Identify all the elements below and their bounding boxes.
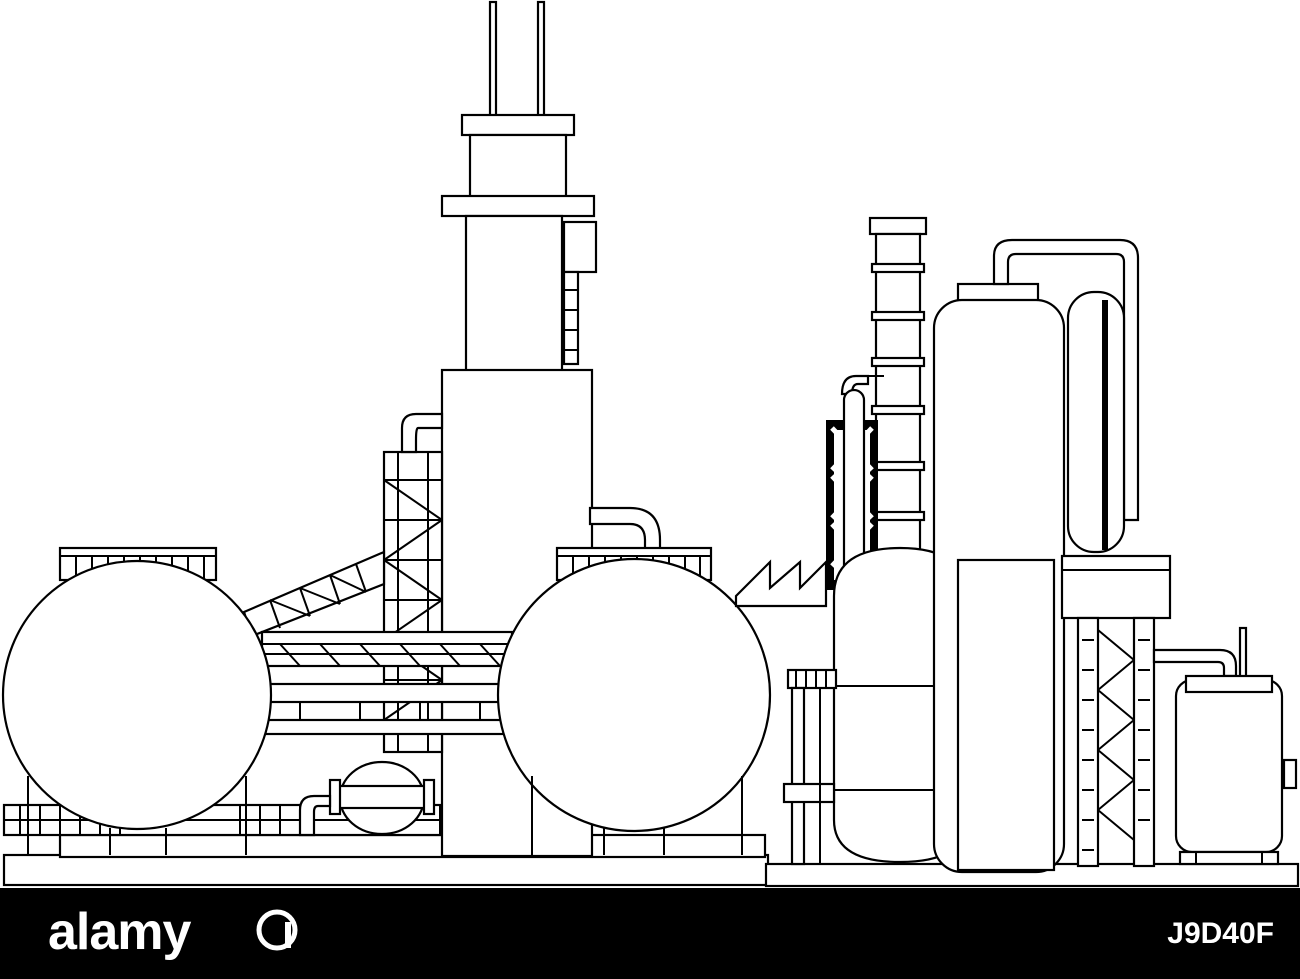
left-platform xyxy=(2,853,770,887)
brand-name: alamy xyxy=(48,903,191,961)
right-chimney xyxy=(868,216,928,566)
watermark-footer: alamy J9D40F xyxy=(0,888,1300,979)
tall-rounded-tank xyxy=(932,282,1066,874)
image-id: J9D40F xyxy=(1167,917,1274,950)
right-lattice-frame xyxy=(1060,554,1172,868)
refinery-line-art xyxy=(1,0,1300,888)
sawtooth-roof-building xyxy=(734,559,828,608)
side-tube xyxy=(1066,290,1126,554)
alamy-a-logo-icon xyxy=(256,909,298,951)
small-horizontal-vessel xyxy=(298,760,436,837)
mid-walkway xyxy=(782,668,838,866)
pipe-rack xyxy=(260,630,514,736)
right-sphere-tank xyxy=(496,546,772,855)
small-right-tank xyxy=(1152,626,1298,866)
conveyor-truss xyxy=(242,550,386,638)
refinery-illustration xyxy=(0,0,1300,888)
left-sphere-tank xyxy=(1,546,273,855)
